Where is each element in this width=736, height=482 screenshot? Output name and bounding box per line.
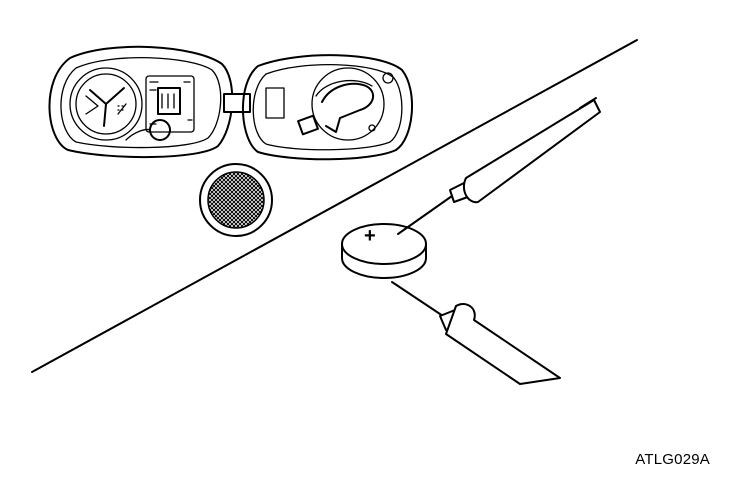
- fob-left-half: [48, 45, 234, 159]
- battery-polarity-mark: +: [364, 225, 376, 247]
- multimeter-probe-icon: [397, 97, 601, 235]
- test-battery: +: [341, 223, 427, 279]
- key-fob-case-icon: [48, 45, 413, 161]
- multimeter-probe-icon: [391, 281, 561, 385]
- fob-hinge: [223, 93, 251, 113]
- coin-battery-icon: [199, 163, 273, 237]
- fob-right-half: [241, 54, 413, 161]
- separator-line: [31, 39, 638, 373]
- figure-code: ATLG029A: [635, 451, 710, 468]
